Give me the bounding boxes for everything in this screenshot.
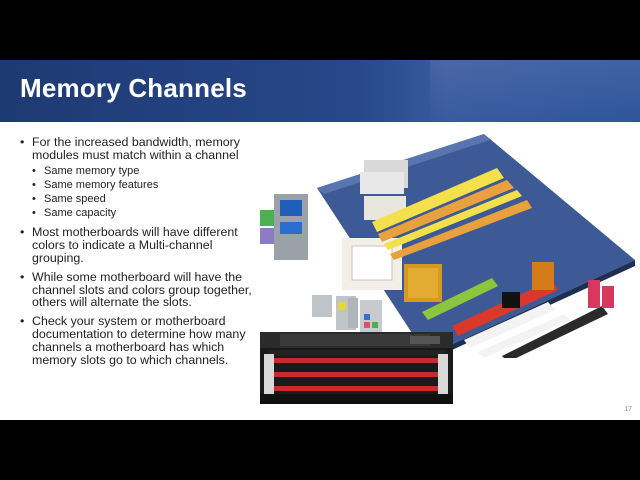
title-bar: Memory Channels [0, 60, 640, 122]
sub-bullet-item: Same memory features [32, 178, 252, 192]
ram-slots-image [260, 332, 453, 404]
slide: Memory Channels For the increased bandwi… [0, 60, 640, 420]
title-bar-highlight [430, 60, 640, 122]
sub-bullet-item: Same speed [32, 192, 252, 206]
bullet-item: While some motherboard will have the cha… [20, 270, 252, 309]
slide-title: Memory Channels [20, 73, 247, 103]
bullet-text: For the increased bandwidth, memory modu… [32, 135, 240, 162]
slide-number: 17 [624, 406, 632, 413]
sub-bullet-item: Same capacity [32, 206, 252, 220]
bullet-list: For the increased bandwidth, memory modu… [20, 136, 252, 372]
bullet-item: Most motherboards will have different co… [20, 226, 252, 265]
bullet-item: Check your system or motherboard documen… [20, 315, 252, 366]
sub-bullet-item: Same memory type [32, 164, 252, 178]
sub-bullet-list: Same memory type Same memory features Sa… [32, 164, 252, 221]
bullet-item: For the increased bandwidth, memory modu… [20, 135, 252, 221]
motherboard-image [260, 134, 635, 358]
